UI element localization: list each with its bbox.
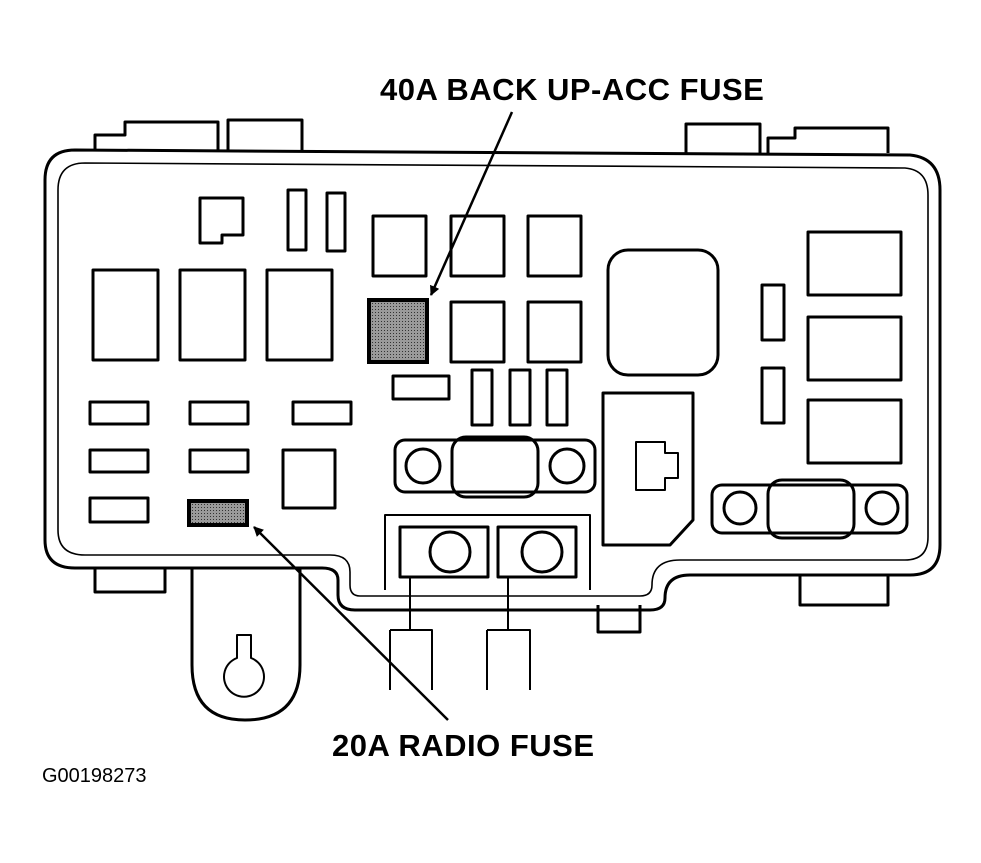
fuse-right-2 bbox=[760, 366, 786, 425]
fuse-row1-b bbox=[188, 400, 250, 426]
relay-c2 bbox=[449, 214, 506, 278]
cable-left bbox=[389, 577, 433, 690]
fuse-40a-back-up-acc-highlighted bbox=[367, 298, 429, 364]
mini-fuse-1 bbox=[286, 188, 308, 252]
fuse-right-1 bbox=[760, 283, 786, 342]
relay-c3 bbox=[526, 214, 583, 278]
bottom-tab-right bbox=[798, 575, 890, 607]
mini-fuse-2 bbox=[325, 191, 347, 253]
callout-20a-radio-fuse: 20A RADIO FUSE bbox=[332, 728, 595, 763]
top-tab-right-2 bbox=[766, 126, 890, 153]
fuse-row3-a bbox=[88, 496, 150, 524]
relay-2 bbox=[178, 268, 247, 362]
arrow-20a bbox=[253, 526, 449, 721]
small-relay-notched bbox=[198, 196, 245, 245]
fuse-20a-radio-highlighted bbox=[187, 499, 249, 527]
terminal-lower-left bbox=[398, 525, 490, 579]
fuse-flat bbox=[391, 374, 451, 401]
relay-c1 bbox=[371, 214, 428, 278]
top-tab-left-2 bbox=[226, 118, 304, 150]
callout-40a-back-up-acc-fuse: 40A BACK UP-ACC FUSE bbox=[380, 72, 765, 107]
fuse-row2-a bbox=[88, 448, 150, 474]
terminal-stud-right-2 bbox=[864, 490, 900, 526]
mount-keyhole bbox=[223, 634, 265, 698]
relay-3 bbox=[265, 268, 334, 362]
connector-clip bbox=[635, 441, 679, 491]
relay-c5 bbox=[449, 300, 506, 364]
housing-inner bbox=[57, 162, 929, 597]
terminal-stud-right-1 bbox=[722, 490, 758, 526]
relay-c6 bbox=[526, 300, 583, 364]
relay-r3 bbox=[806, 398, 903, 465]
terminal-stud-right bbox=[548, 447, 586, 485]
terminal-stud-left bbox=[404, 447, 442, 485]
bottom-tab-mid bbox=[596, 605, 642, 634]
relay-1 bbox=[91, 268, 160, 362]
housing-outer bbox=[43, 148, 942, 612]
bottom-tab-left bbox=[93, 568, 167, 594]
cable-right bbox=[486, 577, 531, 690]
mounting-bracket bbox=[190, 568, 302, 722]
fuse-row1-c bbox=[291, 400, 353, 426]
large-relay bbox=[606, 248, 720, 377]
relay-r2 bbox=[806, 315, 903, 382]
top-tab-left bbox=[93, 120, 220, 150]
fuse-row1-a bbox=[88, 400, 150, 426]
fuse-vertical-1 bbox=[470, 368, 494, 427]
terminal-block-right bbox=[710, 483, 909, 535]
figure-id: G00198273 bbox=[42, 765, 147, 787]
terminal-lower-stud-2 bbox=[520, 530, 564, 574]
relay-r1 bbox=[806, 230, 903, 297]
terminal-right-cap bbox=[766, 478, 856, 540]
lower-terminal-frame bbox=[384, 514, 591, 590]
fuse-vertical-3 bbox=[545, 368, 569, 427]
relay-small-square bbox=[281, 448, 337, 510]
fuse-row2-b bbox=[188, 448, 250, 474]
arrow-40a bbox=[429, 111, 514, 296]
terminal-lower-stud-1 bbox=[428, 530, 472, 574]
terminal-block-center bbox=[393, 438, 597, 494]
top-tab-right bbox=[684, 122, 762, 153]
terminal-center-cap bbox=[450, 435, 540, 499]
fuse-vertical-2 bbox=[508, 368, 532, 427]
connector-housing bbox=[601, 391, 695, 547]
terminal-lower-right bbox=[496, 525, 578, 579]
